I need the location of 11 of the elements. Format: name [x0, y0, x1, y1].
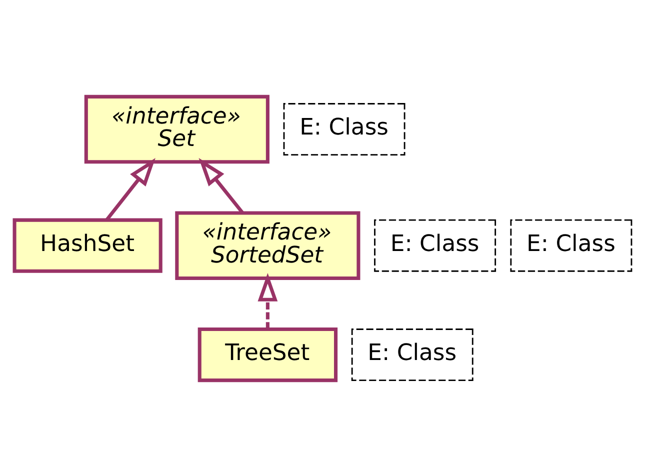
arrow: [106, 157, 156, 220]
arrow: [198, 157, 244, 214]
node-box: E: Class: [351, 328, 474, 381]
node-box: HashSet: [12, 218, 162, 272]
node-box: E: Class: [283, 102, 406, 156]
node-box: «interface» Set: [84, 94, 270, 164]
node-box: E: Class: [510, 218, 632, 272]
node-box: TreeSet: [198, 327, 338, 382]
node-box: «interface» SortedSet: [175, 210, 360, 280]
arrow: [258, 272, 278, 329]
node-box: E: Class: [374, 218, 496, 272]
